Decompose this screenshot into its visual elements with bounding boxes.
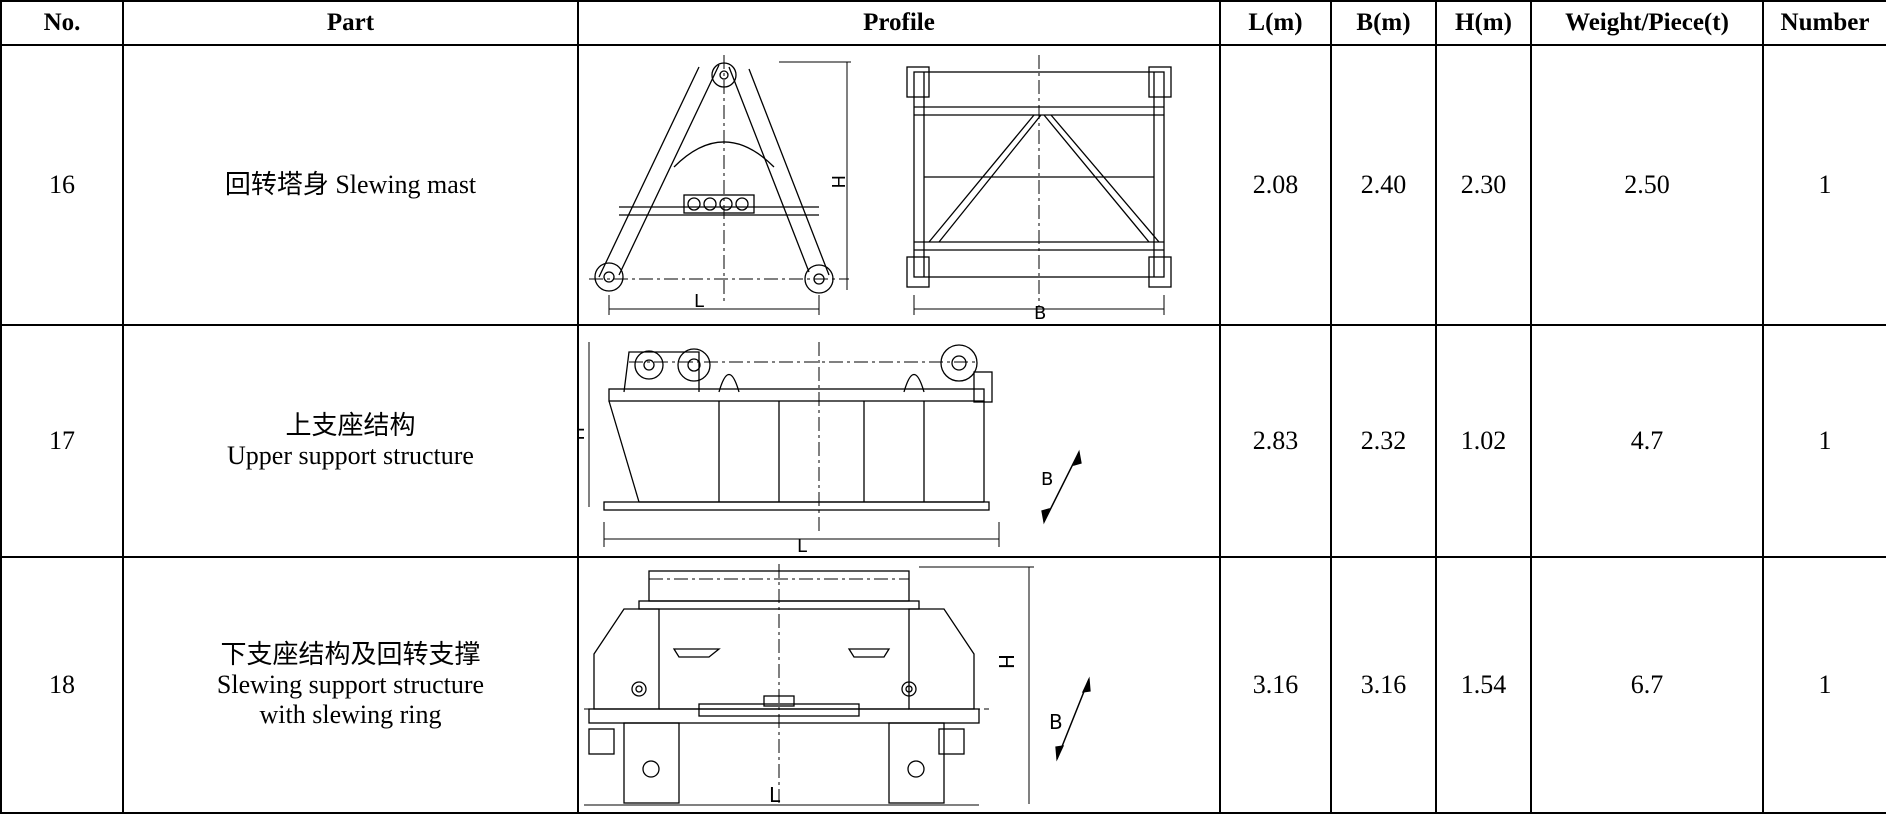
dimension-label-h: H [579,427,587,441]
cell-width: 2.40 [1330,44,1437,326]
cell-length: 2.08 [1219,44,1332,326]
table-row: 18 下支座结构及回转支撑 Slewing support structure … [0,556,1886,814]
header-part: Part [122,0,579,46]
cell-no: 18 [0,556,124,814]
dimension-label-b: B [1041,469,1053,490]
header-weight: Weight/Piece(t) [1530,0,1764,46]
slewing-mast-side-view [589,55,851,315]
dimension-label-h: H [994,654,1018,669]
cell-height: 1.02 [1435,324,1532,558]
cell-width: 2.32 [1330,324,1437,558]
part-line: 上支座结构 [285,411,416,440]
dimension-label-l: L [694,291,704,312]
cell-length: 2.83 [1219,324,1332,558]
dimension-label-h: H [827,175,848,189]
cell-profile: H B L [577,324,1221,558]
header-width: B(m) [1330,0,1437,46]
dimension-label-b: B [1049,710,1063,734]
cell-weight: 6.7 [1530,556,1764,814]
part-line: Upper support structure [227,441,474,470]
dimension-label-l: L [769,783,781,807]
dimension-label-l: L [797,536,807,555]
cell-part: 回转塔身 Slewing mast [122,44,579,326]
part-line: 回转塔身 Slewing mast [224,170,477,199]
slewing-mast-front-view [906,55,1172,315]
cell-profile: H B L [577,556,1221,814]
header-no: No. [0,0,124,46]
table-row: 16 回转塔身 Slewing mast [0,44,1886,326]
cell-height: 2.30 [1435,44,1532,326]
upper-support-view [588,342,1082,547]
header-length: L(m) [1219,0,1332,46]
part-line: Slewing support structure [216,670,485,699]
cell-height: 1.54 [1435,556,1532,814]
dimension-label-b: B [1034,303,1046,323]
cell-length: 3.16 [1219,556,1332,814]
cell-width: 3.16 [1330,556,1437,814]
table-row: 17 上支座结构 Upper support structure [0,324,1886,558]
cell-part: 上支座结构 Upper support structure [122,324,579,558]
header-profile: Profile [577,0,1221,46]
header-number: Number [1762,0,1886,46]
cell-part: 下支座结构及回转支撑 Slewing support structure wit… [122,556,579,814]
header-row: No. Part Profile L(m) B(m) H(m) Weight/P… [0,0,1886,46]
cell-profile: H L [577,44,1221,326]
part-line: with slewing ring [259,700,442,729]
cell-number: 1 [1762,324,1886,558]
slewing-mast-drawing: H L [589,55,1172,323]
header-height: H(m) [1435,0,1532,46]
part-line: 下支座结构及回转支撑 [220,640,481,669]
cell-number: 1 [1762,556,1886,814]
cell-weight: 4.7 [1530,324,1764,558]
cell-no: 16 [0,44,124,326]
slewing-support-view [584,564,1091,806]
upper-support-drawing: H B L [579,342,1082,555]
cell-no: 17 [0,324,124,558]
cell-number: 1 [1762,44,1886,326]
cell-weight: 2.50 [1530,44,1764,326]
slewing-support-drawing: H B L [584,564,1091,807]
